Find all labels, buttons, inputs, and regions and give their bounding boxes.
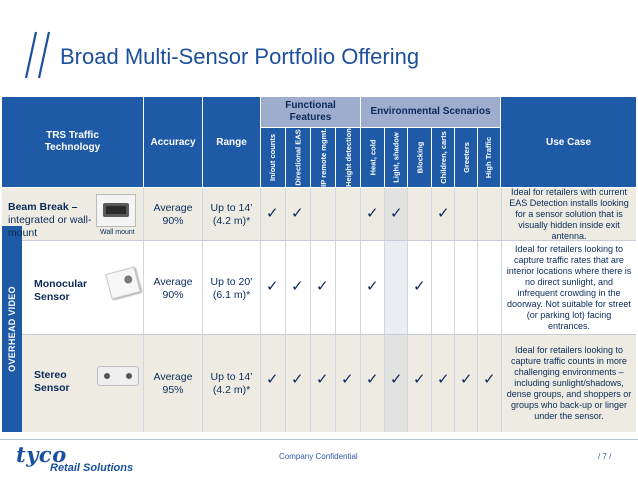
range-stereo: Up to 14’ (4.2 m)* [210,371,253,396]
overhead-video-label: OVERHEAD VIDEO [2,226,22,432]
beam-break-device-image [96,194,136,227]
wall-mount-caption: Wall mount [100,229,135,236]
header-functional: Functional Features [261,97,360,127]
check-mark: ✓ [437,370,450,388]
check-mark: ✓ [366,370,379,388]
check-mark: ✓ [341,370,354,388]
check-mark: ✓ [316,277,329,295]
col-children-carts: Children, carts [432,128,454,187]
col-high-traffic: High Traffic [478,128,500,187]
header-accuracy: Accuracy [144,97,202,187]
footer-divider [0,439,638,440]
range-monocular: Up to 20’ (6.1 m)* [210,276,253,301]
check-mark: ✓ [460,370,473,388]
col-in-out-counts: In/out counts [261,128,285,187]
tech-name-beam-break: Beam Break – integrated or wall-mount [8,201,92,239]
check-mark: ✓ [483,370,496,388]
title-slash-icon [24,31,51,79]
accuracy-beam-break: Average 90% [153,202,193,227]
shade-column [385,188,407,432]
use-case-stereo: Ideal for retailers looking to capture t… [506,345,632,421]
check-mark: ✓ [291,204,304,222]
check-mark: ✓ [266,277,279,295]
tech-name-monocular: Monocular Sensor [34,278,88,303]
col-heat-cold: Heat, cold [361,128,384,187]
header-technology: TRS Traffic Technology [2,97,143,187]
check-mark: ✓ [266,370,279,388]
stereo-sensor-image [97,366,139,386]
use-case-beam-break: Ideal for retailers with current EAS Det… [509,186,629,241]
check-mark: ✓ [437,204,450,222]
check-mark: ✓ [291,370,304,388]
page-number: / 7 / [598,452,612,461]
check-mark: ✓ [366,204,379,222]
header-environmental: Environmental Scenarios [361,97,500,127]
check-mark: ✓ [316,370,329,388]
range-beam-break: Up to 14’ (4.2 m)* [210,202,253,227]
confidential-label: Company Confidential [279,452,358,461]
check-mark: ✓ [291,277,304,295]
header-range: Range [203,97,260,187]
accuracy-stereo: Average 95% [153,371,193,396]
check-mark: ✓ [366,277,379,295]
check-mark: ✓ [390,370,403,388]
col-greeters: Greeters [455,128,477,187]
col-ip-remote-mgmt: IP remote mgmt. [311,128,335,187]
tech-name-stereo: Stereo Sensor [34,369,70,394]
check-mark: ✓ [413,277,426,295]
accuracy-monocular: Average 90% [153,276,193,301]
use-case-monocular: Ideal for retailers looking to capture t… [506,243,632,331]
tyco-logo: tyco Retail Solutions [16,442,134,474]
col-blocking: Blocking [408,128,431,187]
col-height-detection: Height detection [336,128,360,187]
col-light-shadow: Light, shadow [385,128,407,187]
page-title: Broad Multi-Sensor Portfolio Offering [60,44,420,69]
header-use-case: Use Case [501,97,636,187]
check-mark: ✓ [266,204,279,222]
comparison-table: TRS Traffic Technology Accuracy Range Fu… [2,97,500,432]
col-directional-eas: Directional EAS [286,128,310,187]
check-mark: ✓ [390,204,403,222]
check-mark: ✓ [413,370,426,388]
